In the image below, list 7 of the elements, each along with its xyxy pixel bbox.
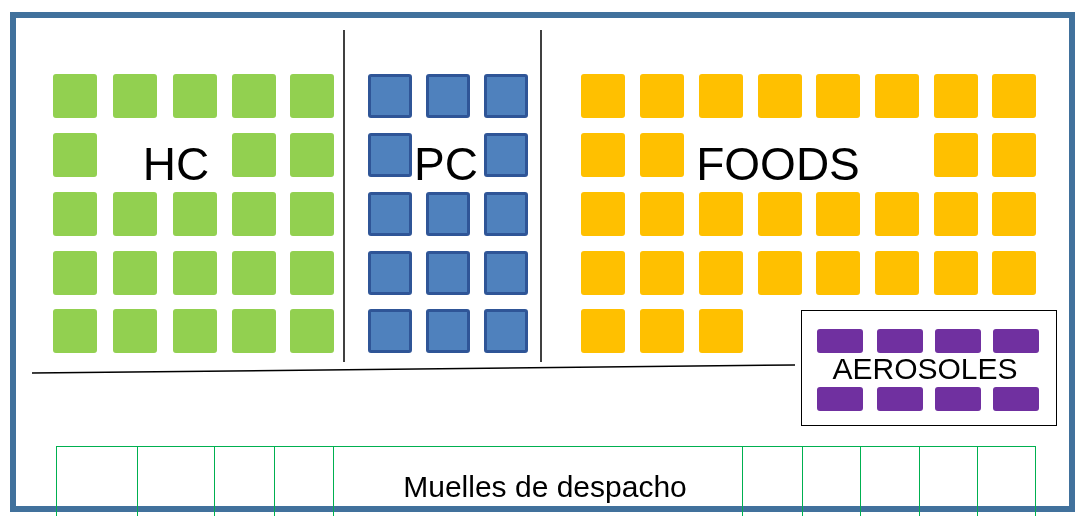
aerosol-zone — [801, 310, 1057, 426]
zone-label: FOODS — [696, 141, 860, 187]
zone-label: PC — [414, 141, 478, 187]
zone-label: AEROSOLES — [832, 354, 1018, 384]
zone-label: Muelles de despacho — [403, 472, 687, 502]
loading-dock-strip — [56, 446, 1036, 516]
zone-label: HC — [142, 141, 210, 187]
